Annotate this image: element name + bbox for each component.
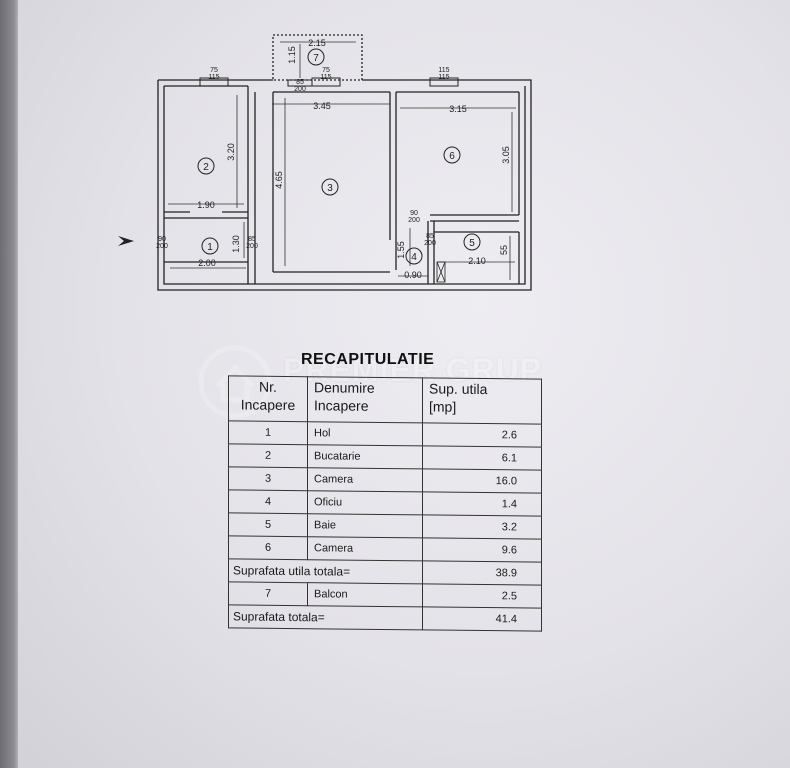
dim-label: 3.20 bbox=[226, 143, 236, 161]
room-marker-1 bbox=[201, 237, 219, 255]
recap-title: RECAPITULATIE bbox=[301, 351, 435, 368]
bathroom-fixture-icon bbox=[436, 261, 446, 283]
dim-label: 4.65 bbox=[274, 171, 284, 189]
table-row: 2 Bucatarie 6.1 bbox=[228, 443, 542, 471]
dim-label: 2.15 bbox=[308, 38, 326, 48]
room-marker-2 bbox=[197, 157, 215, 175]
dim-label: 3.15 bbox=[449, 104, 467, 114]
opening-label-line: 200 bbox=[424, 240, 436, 247]
header-area: Sup. utila [mp] bbox=[422, 377, 542, 425]
room-number: 6 bbox=[449, 151, 455, 162]
room-number: 4 bbox=[411, 252, 417, 263]
table-row: 5 Baie 3.2 bbox=[228, 512, 542, 540]
outer-wall-inner bbox=[163, 86, 526, 285]
dim-label: 1.15 bbox=[287, 46, 297, 64]
opening-label-line: 200 bbox=[294, 86, 306, 93]
cell-area: 3.2 bbox=[422, 514, 542, 540]
room-number: 2 bbox=[203, 162, 209, 173]
cell-area: 2.6 bbox=[422, 422, 542, 448]
cell-nr: 1 bbox=[228, 420, 308, 445]
cell-nr: 3 bbox=[228, 466, 308, 491]
table-row: 1 Hol 2.6 bbox=[228, 420, 542, 448]
cell-name: Camera bbox=[307, 467, 423, 492]
door-balcony bbox=[287, 79, 313, 87]
dim-label: 3.05 bbox=[501, 146, 511, 164]
room-number: 1 bbox=[207, 242, 213, 253]
opening-label-line: 200 bbox=[156, 243, 168, 250]
cell-name: Bucatarie bbox=[307, 444, 423, 469]
cell-area: 1.4 bbox=[422, 491, 542, 517]
paper-sheet bbox=[18, 0, 790, 768]
cell-name: Balcon bbox=[307, 582, 423, 607]
useful-total-value: 38.9 bbox=[422, 560, 542, 586]
balcony-outline bbox=[272, 34, 363, 81]
room-number: 7 bbox=[313, 53, 319, 64]
opening-label-line: 200 bbox=[408, 217, 420, 224]
cell-name: Hol bbox=[307, 421, 423, 446]
dim-label: 1.55 bbox=[396, 241, 406, 259]
cell-nr: 6 bbox=[228, 535, 308, 560]
cell-area: 6.1 bbox=[422, 445, 542, 471]
dim-label: 2.00 bbox=[198, 258, 216, 268]
dim-label: 0.90 bbox=[404, 270, 422, 280]
cell-area: 16.0 bbox=[422, 468, 542, 494]
recap-table: Nr. Incapere Denumire Incapere Sup. util… bbox=[228, 375, 542, 632]
room-marker-4 bbox=[405, 247, 423, 265]
room-number: 3 bbox=[327, 183, 333, 194]
grand-total-label: Suprafata totala= bbox=[228, 604, 423, 630]
cell-name: Oficiu bbox=[307, 490, 423, 515]
table-row: 6 Camera 9.6 bbox=[228, 535, 542, 563]
cell-nr: 5 bbox=[228, 512, 308, 537]
useful-total-row: Suprafata utila totala= 38.9 bbox=[228, 558, 542, 586]
dim-label: 2.10 bbox=[468, 256, 486, 266]
cell-nr: 7 bbox=[228, 581, 308, 606]
table-header-row: Nr. Incapere Denumire Incapere Sup. util… bbox=[228, 375, 542, 425]
dim-label: 3.45 bbox=[313, 101, 331, 111]
opening-label-line: 115 bbox=[320, 74, 331, 81]
opening-label-line: 115 bbox=[208, 74, 219, 81]
table-row: 7 Balcon 2.5 bbox=[228, 581, 542, 609]
dim-label: 55 bbox=[499, 245, 509, 255]
table-row: 3 Camera 16.0 bbox=[228, 466, 542, 494]
window-room6 bbox=[429, 77, 459, 87]
opening-label-line: 115 bbox=[438, 74, 449, 81]
cell-area: 9.6 bbox=[422, 537, 542, 563]
room-marker-5 bbox=[463, 233, 481, 251]
header-name: Denumire Incapere bbox=[307, 376, 423, 423]
cell-area: 2.5 bbox=[422, 583, 542, 609]
dim-label: 1.90 bbox=[197, 200, 215, 210]
useful-total-label: Suprafata utila totala= bbox=[228, 558, 423, 584]
grand-total-row: Suprafata totala= 41.4 bbox=[228, 604, 542, 632]
room-marker-6 bbox=[443, 146, 461, 164]
opening-label-line: 200 bbox=[246, 243, 258, 250]
cell-nr: 4 bbox=[228, 489, 308, 514]
header-nr: Nr. Incapere bbox=[228, 375, 308, 422]
room-number: 5 bbox=[469, 238, 475, 249]
entrance-arrow-icon bbox=[118, 236, 134, 246]
table-row: 4 Oficiu 1.4 bbox=[228, 489, 542, 517]
room-marker-3 bbox=[321, 178, 339, 196]
room-marker-7 bbox=[307, 48, 325, 66]
grand-total-value: 41.4 bbox=[422, 606, 542, 632]
dim-label: 1.30 bbox=[231, 235, 241, 253]
window-room2 bbox=[199, 77, 229, 87]
floor-plan: 1 2 3 4 5 6 7 2.15 1.15 3.45 3.15 3.20 4… bbox=[118, 34, 532, 291]
outer-wall bbox=[157, 79, 532, 291]
cell-name: Baie bbox=[307, 513, 423, 538]
cell-name: Camera bbox=[307, 536, 423, 561]
cell-nr: 2 bbox=[228, 443, 308, 468]
